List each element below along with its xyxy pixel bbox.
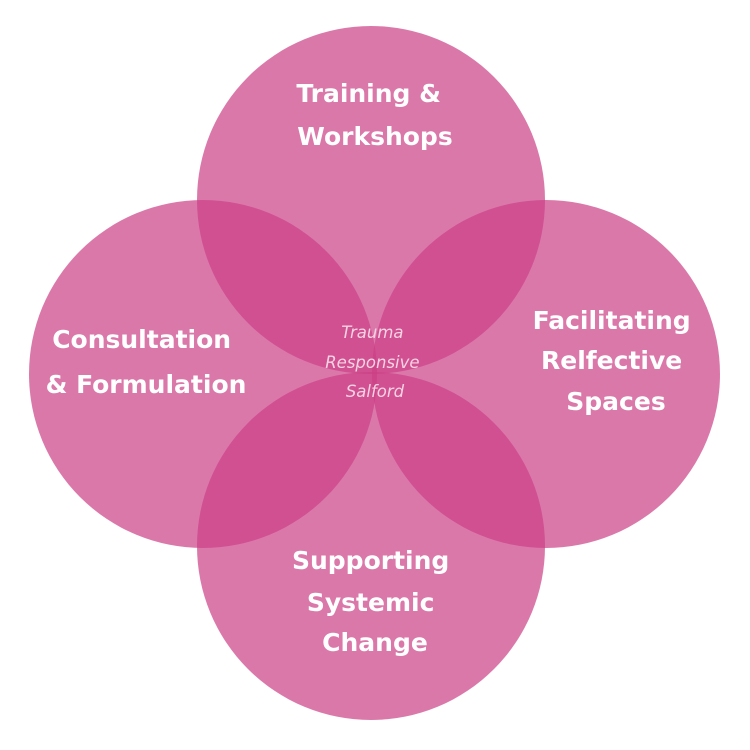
- center-label-line-3: Salford: [346, 382, 405, 401]
- label-left: Consultation & Formulation: [46, 325, 247, 399]
- label-bottom-line-2: Systemic: [307, 588, 435, 617]
- center-label-line-1: Trauma: [341, 323, 403, 342]
- label-left-line-1: Consultation: [52, 325, 231, 354]
- label-left-line-2: & Formulation: [46, 370, 247, 399]
- label-right-line-2: Relfective: [541, 346, 682, 375]
- label-bottom-line-1: Supporting: [292, 546, 449, 575]
- circle-bottom: [197, 372, 545, 720]
- label-right-line-1: Facilitating: [533, 306, 691, 335]
- label-top-line-2: Workshops: [297, 122, 452, 151]
- center-label: Trauma Responsive Salford: [325, 323, 425, 401]
- label-bottom: Supporting Systemic Change: [292, 546, 458, 657]
- label-top: Training & Workshops: [296, 79, 452, 151]
- label-top-line-1: Training &: [296, 79, 441, 108]
- label-bottom-line-3: Change: [322, 628, 428, 657]
- label-right-line-3: Spaces: [566, 387, 665, 416]
- circles-group: [29, 26, 720, 720]
- label-right: Facilitating Relfective Spaces: [533, 306, 700, 416]
- center-label-line-2: Responsive: [325, 353, 419, 372]
